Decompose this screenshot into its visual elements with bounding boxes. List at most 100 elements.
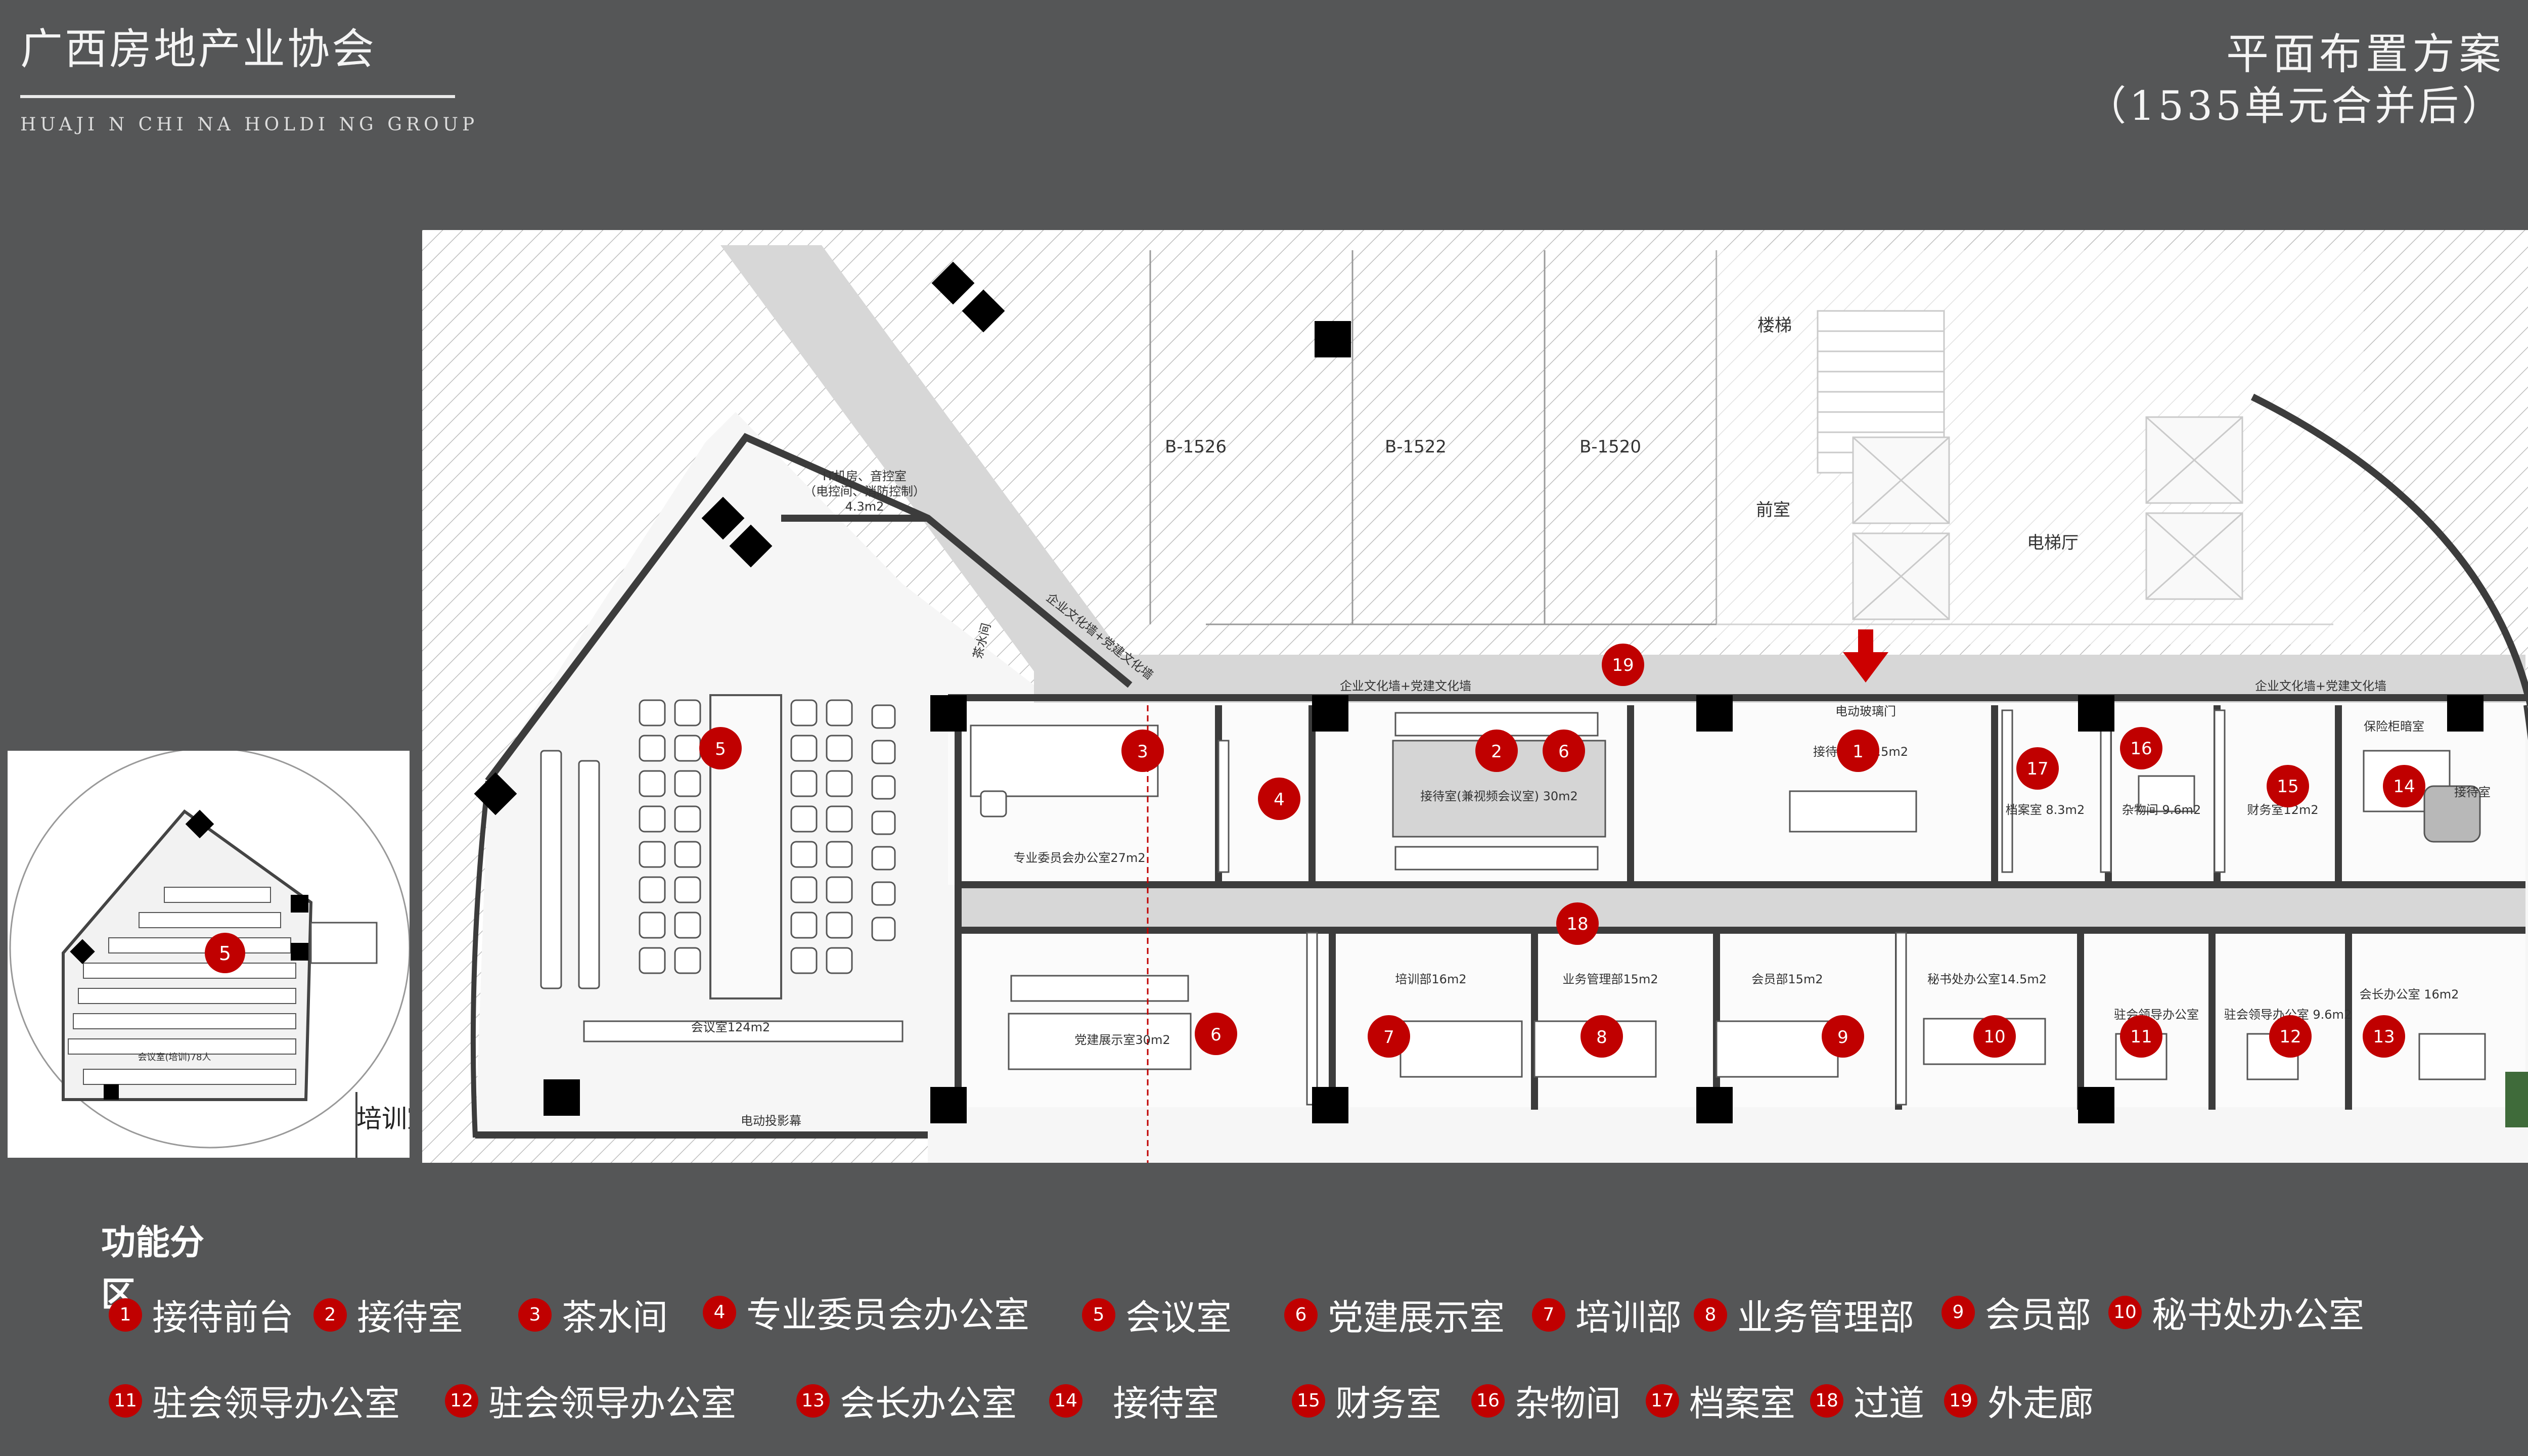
legend-marker-12: 12 xyxy=(445,1384,478,1418)
legend-marker-17: 17 xyxy=(1646,1384,1679,1418)
marker-12: 12 xyxy=(2269,1015,2312,1058)
entrance-arrow xyxy=(1843,629,1888,682)
legend-label-19: 外走廊 xyxy=(1988,1383,2094,1424)
label-reception-2: 接待室 xyxy=(2454,785,2491,799)
marker-7: 7 xyxy=(1368,1015,1410,1058)
label-meeting-room: 会议室124m2 xyxy=(691,1020,770,1034)
legend-label-1: 接待前台 xyxy=(152,1297,294,1338)
marker-14: 14 xyxy=(2383,765,2425,807)
legend-item-12: 12 驻会领导办公室 xyxy=(445,1375,736,1426)
svg-text:13: 13 xyxy=(2373,1027,2395,1047)
label-president: 会长办公室 16m2 xyxy=(2360,987,2459,1002)
marker-5: 5 xyxy=(699,727,742,769)
unit-b1526: B-1526 xyxy=(1165,437,1227,457)
svg-text:14: 14 xyxy=(2393,777,2415,797)
label-culture-wall-2: 企业文化墙+党建文化墙 xyxy=(2255,679,2386,693)
label-member: 会员部15m2 xyxy=(1751,972,1823,986)
marker-17: 17 xyxy=(2016,747,2059,790)
legend-marker-10: 10 xyxy=(2108,1295,2142,1329)
marker-10: 10 xyxy=(1973,1015,2016,1058)
svg-text:11: 11 xyxy=(2130,1027,2152,1047)
marker-18: 18 xyxy=(1556,902,1599,945)
legend-marker-14: 14 xyxy=(1049,1384,1082,1418)
legend-marker-19: 19 xyxy=(1944,1384,1977,1418)
meeting-room-furniture xyxy=(540,694,904,1042)
label-projection: 电动投影幕 xyxy=(741,1114,801,1128)
legend-marker-16: 16 xyxy=(1471,1384,1505,1418)
legend-marker-3: 3 xyxy=(518,1298,552,1332)
unit-b1520: B-1520 xyxy=(1579,437,1641,457)
marker-2: 2 xyxy=(1475,730,1518,772)
marker-15: 15 xyxy=(2267,765,2309,807)
inset-marker-5 xyxy=(205,933,245,973)
label-training: 培训部16m2 xyxy=(1395,972,1466,986)
label-it-room-area: 4.3m2 xyxy=(845,499,884,514)
legend-item-13: 13 会长办公室 xyxy=(796,1375,1017,1426)
svg-text:7: 7 xyxy=(1383,1027,1394,1048)
inner-corridor xyxy=(958,885,2525,930)
plan-title: 平面布置方案 xyxy=(2226,29,2505,79)
inset-training-label: 培训室 xyxy=(356,1104,410,1133)
svg-text:2: 2 xyxy=(1491,742,1502,762)
floor-plan[interactable]: B-1526 B-1522 B-1520 楼梯 前室 电梯厅 IT机房、音控室 … xyxy=(422,230,2528,1163)
label-it-room: IT机房、音控室 xyxy=(823,469,907,483)
floor-plan-drawing: B-1526 B-1522 B-1520 楼梯 前室 电梯厅 IT机房、音控室 … xyxy=(422,230,2528,1163)
marker-4: 4 xyxy=(1258,778,1300,820)
label-reception-room: 接待室(兼视频会议室) 30m2 xyxy=(1420,789,1578,803)
label-elevator-hall: 电梯厅 xyxy=(2027,533,2079,553)
svg-text:5: 5 xyxy=(715,739,726,759)
label-business: 业务管理部15m2 xyxy=(1562,972,1658,986)
unit-b1522: B-1522 xyxy=(1385,437,1447,457)
marker-9: 9 xyxy=(1822,1015,1864,1058)
label-it-room-note: （电控间、消防控制） xyxy=(804,484,925,498)
diagonal-corridor xyxy=(720,245,1145,685)
legend-label-14: 接待室 xyxy=(1113,1383,1219,1424)
marker-8: 8 xyxy=(1581,1015,1623,1058)
legend-label-2: 接待室 xyxy=(357,1297,463,1338)
legend-marker-13: 13 xyxy=(796,1384,830,1418)
svg-text:8: 8 xyxy=(1596,1027,1607,1048)
legend-marker-9: 9 xyxy=(1942,1295,1975,1329)
inset-plan[interactable]: 5 会议室(培训)78人 培训室 xyxy=(8,747,432,1158)
legend-label-13: 会长办公室 xyxy=(840,1383,1017,1424)
legend-label-8: 业务管理部 xyxy=(1737,1297,1914,1338)
legend-label-12: 驻会领导办公室 xyxy=(488,1383,736,1424)
label-culture-wall-1: 企业文化墙+党建文化墙 xyxy=(1340,679,1471,693)
label-main-door: 电动玻璃门 xyxy=(1835,704,1896,718)
svg-text:9: 9 xyxy=(1837,1027,1848,1048)
marker-1: 1 xyxy=(1837,730,1879,772)
label-archive: 档案室 8.3m2 xyxy=(2006,803,2085,817)
org-english-name: HUAJI N CHI NA HOLDI NG GROUP xyxy=(20,114,479,135)
inset-marker-5-label: 5 xyxy=(219,942,231,965)
legend-label-9: 会员部 xyxy=(1985,1294,2091,1336)
legend-marker-15: 15 xyxy=(1292,1384,1325,1418)
svg-text:17: 17 xyxy=(2026,759,2048,779)
legend-marker-5: 5 xyxy=(1082,1298,1115,1332)
label-committee-office: 专业委员会办公室27m2 xyxy=(1013,851,1145,865)
inset-room-label: 会议室(培训)78人 xyxy=(138,1052,211,1063)
marker-6b: 6 xyxy=(1195,1013,1237,1055)
legend-item-16: 16 杂物间 xyxy=(1471,1375,1621,1426)
svg-text:15: 15 xyxy=(2277,777,2298,797)
org-name: 广西房地产业协会 xyxy=(20,24,377,74)
svg-text:4: 4 xyxy=(1274,790,1285,810)
legend-label-16: 杂物间 xyxy=(1515,1383,1621,1424)
curved-wall-right xyxy=(2250,393,2528,706)
legend-label-17: 档案室 xyxy=(1689,1383,1795,1424)
svg-text:12: 12 xyxy=(2279,1027,2301,1047)
marker-16: 16 xyxy=(2120,727,2162,769)
marker-19: 19 xyxy=(1602,644,1644,686)
legend-item-14: 14 接待室 xyxy=(1049,1375,1219,1426)
marker-11: 11 xyxy=(2120,1015,2162,1058)
legend-marker-7: 7 xyxy=(1532,1298,1565,1332)
label-secretary: 秘书处办公室14.5m2 xyxy=(1927,972,2047,986)
